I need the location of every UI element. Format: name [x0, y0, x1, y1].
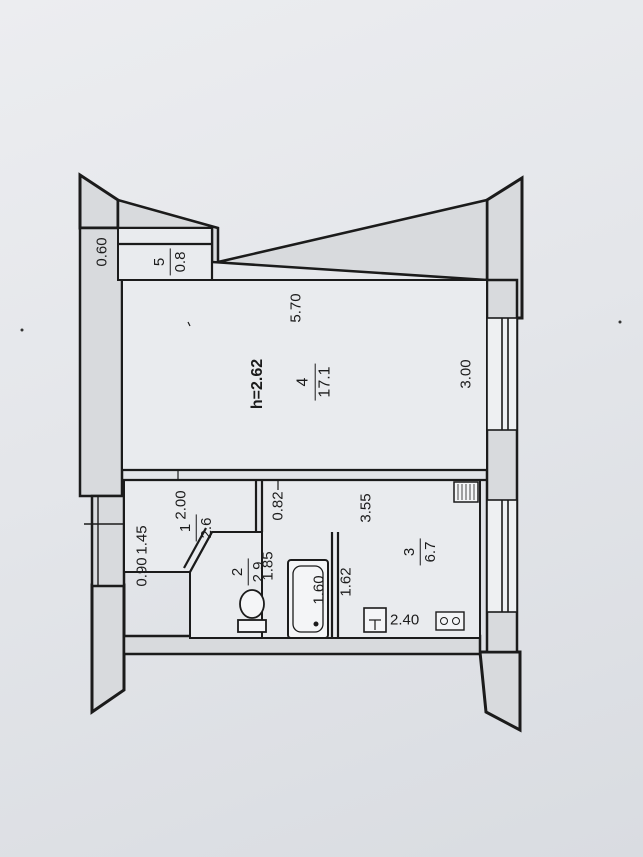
- dim-5-70: 5.70: [287, 293, 305, 323]
- outer-walls: [78, 172, 524, 733]
- bathtub-drain: [313, 621, 319, 627]
- room-5-number: 5: [150, 257, 168, 267]
- dim-1-45: 1.45: [133, 525, 151, 555]
- stove: [435, 611, 465, 631]
- dim-3-00: 3.00: [457, 359, 475, 389]
- partition-diagonal-2: [183, 527, 207, 569]
- bathtub: [287, 559, 329, 639]
- room-3-number: 3: [400, 547, 418, 557]
- room-2-number: 2: [228, 567, 246, 577]
- room-4-area: 17.1: [314, 363, 335, 401]
- room-3-area: 6.7: [419, 538, 439, 566]
- room-1-area: 2.6: [195, 514, 215, 542]
- dim-1-85: 1.85: [259, 551, 277, 581]
- stove-burner-right: [452, 617, 460, 625]
- windows: [486, 317, 518, 613]
- room-5-outline: [117, 227, 213, 281]
- toilet-tank: [237, 619, 267, 633]
- dim-0-60: 0.60: [93, 237, 111, 267]
- paper-dot-left: [20, 328, 24, 332]
- room-5-area: 0.8: [169, 248, 189, 276]
- dimension-ticks: [177, 321, 279, 490]
- dim-1-60: 1.60: [310, 575, 328, 605]
- dim-1-62: 1.62: [337, 567, 355, 597]
- dim-0-90: 0.90: [133, 557, 151, 587]
- partition-diagonal: [189, 531, 213, 573]
- room-4-number: 4: [294, 377, 312, 387]
- dim-2-00: 2.00: [172, 490, 190, 520]
- stove-burner-left: [440, 617, 448, 625]
- dim-3-55: 3.55: [357, 493, 375, 523]
- paper-dot-right: [618, 320, 622, 324]
- entrance-door: [84, 496, 124, 586]
- kitchen-appliances: [363, 481, 479, 633]
- bathtub-inner: [292, 565, 324, 633]
- dim-0-82: 0.82: [269, 491, 287, 521]
- toilet: [237, 589, 267, 633]
- dim-2-40: 2.40: [390, 611, 420, 629]
- room-1-number: 1: [176, 523, 194, 533]
- partitions: [118, 228, 487, 638]
- ceiling-height: h=2.62: [249, 358, 266, 410]
- toilet-bowl: [239, 589, 265, 619]
